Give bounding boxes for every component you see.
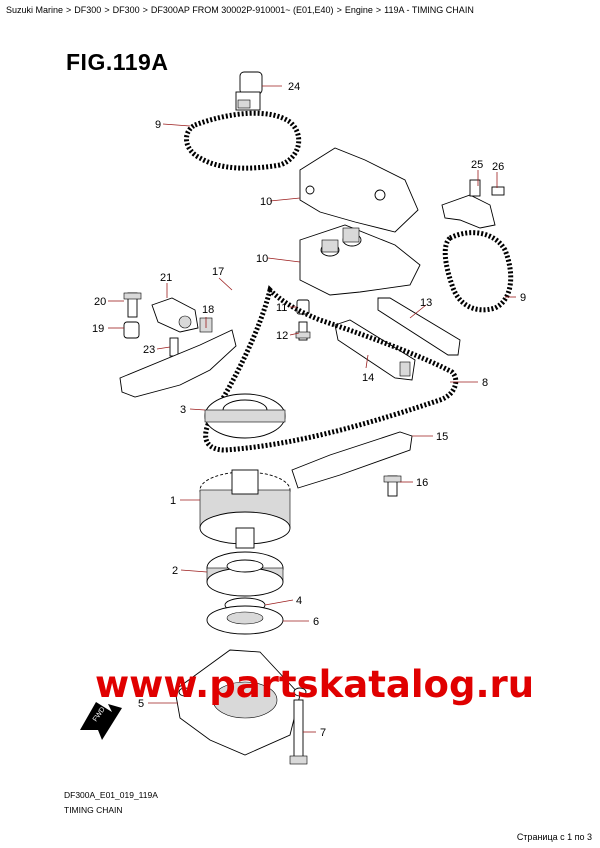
part-21-bolt <box>123 292 142 318</box>
callout-9-right[interactable]: 9 <box>520 292 526 304</box>
part-2-bearing <box>206 551 284 597</box>
part-3-bearing <box>204 393 286 439</box>
callout-9-upper[interactable]: 9 <box>155 119 161 131</box>
callout-17[interactable]: 16 <box>416 477 428 489</box>
callout-18[interactable]: 17 <box>212 266 224 278</box>
callout-19[interactable]: 18 <box>202 304 214 316</box>
breadcrumb-item-engine[interactable]: Engine <box>344 5 373 15</box>
part-23-tensioner <box>235 71 263 111</box>
callout-14[interactable]: 13 <box>420 297 432 309</box>
part-9-chain-right <box>442 230 514 313</box>
part-1-gear <box>199 469 291 549</box>
callout-1[interactable]: 1 <box>170 495 176 507</box>
callout-7[interactable]: 7 <box>320 727 326 739</box>
figure-name: TIMING CHAIN <box>64 805 123 815</box>
callout-15[interactable]: 14 <box>362 372 374 384</box>
part-15-chain-guide <box>334 319 416 381</box>
part-11-cover-plate <box>299 147 419 233</box>
callout-10[interactable]: 10 <box>256 253 268 265</box>
callout-22[interactable]: 21 <box>160 272 172 284</box>
breadcrumb-separator: > <box>142 5 148 15</box>
breadcrumb-separator: > <box>66 5 72 15</box>
callout-5[interactable]: 5 <box>138 698 144 710</box>
callout-25[interactable]: 23 <box>143 344 155 356</box>
breadcrumb-item-df300-b[interactable]: DF300 <box>112 5 140 15</box>
breadcrumb-item-model[interactable]: DF300AP FROM 30002P-910001~ (E01,E40) <box>150 5 334 15</box>
fwd-arrow-icon: FWD <box>80 702 122 740</box>
breadcrumb-separator: > <box>375 5 382 15</box>
page-info: Страница с 1 по 3 <box>516 832 592 842</box>
part-5-housing <box>174 649 307 756</box>
callout-6[interactable]: 6 <box>313 616 319 628</box>
callout-8[interactable]: 8 <box>482 377 488 389</box>
callout-11[interactable]: 10 <box>260 196 272 208</box>
part-14-guide <box>377 297 461 356</box>
breadcrumb-item-suzuki-marine[interactable]: Suzuki Marine <box>6 5 64 15</box>
callout-13[interactable]: 12 <box>276 330 288 342</box>
callout-4[interactable]: 4 <box>296 595 302 607</box>
figure-title: FIG.119A <box>66 49 169 75</box>
breadcrumb: Suzuki Marine>DF300>DF300>DF300AP FROM 3… <box>6 5 474 15</box>
part-24-bracket <box>441 179 505 229</box>
breadcrumb-separator: > <box>336 5 342 15</box>
part-6-plate <box>206 605 284 635</box>
breadcrumb-separator: > <box>104 5 110 15</box>
part-9-chain-top <box>184 110 302 171</box>
callout-2[interactable]: 2 <box>172 565 178 577</box>
breadcrumb-item-current: 119A - TIMING CHAIN <box>384 5 474 15</box>
part-13-bolt <box>295 321 311 341</box>
part-22-tensioner-body <box>151 297 199 333</box>
breadcrumb-item-df300-a[interactable]: DF300 <box>74 5 102 15</box>
figure-code: DF300A_E01_019_119A <box>64 790 158 800</box>
callout-24[interactable]: 25 <box>471 159 483 171</box>
callout-23[interactable]: 24 <box>288 81 300 93</box>
callout-21[interactable]: 20 <box>94 296 106 308</box>
callout-26[interactable]: 26 <box>492 161 504 173</box>
part-17-bolt <box>383 475 402 497</box>
part-7-bolt <box>289 699 308 765</box>
callout-3[interactable]: 3 <box>180 404 186 416</box>
callout-12[interactable]: 11 <box>276 302 287 314</box>
callout-16[interactable]: 15 <box>436 431 448 443</box>
watermark: www.partskatalog.ru <box>95 663 534 706</box>
part-20-sleeve <box>123 321 140 339</box>
part-10-sprocket-housing <box>299 224 421 296</box>
callout-20[interactable]: 19 <box>92 323 104 335</box>
part-16-guide <box>291 431 413 489</box>
part-25-bolt <box>169 337 179 357</box>
